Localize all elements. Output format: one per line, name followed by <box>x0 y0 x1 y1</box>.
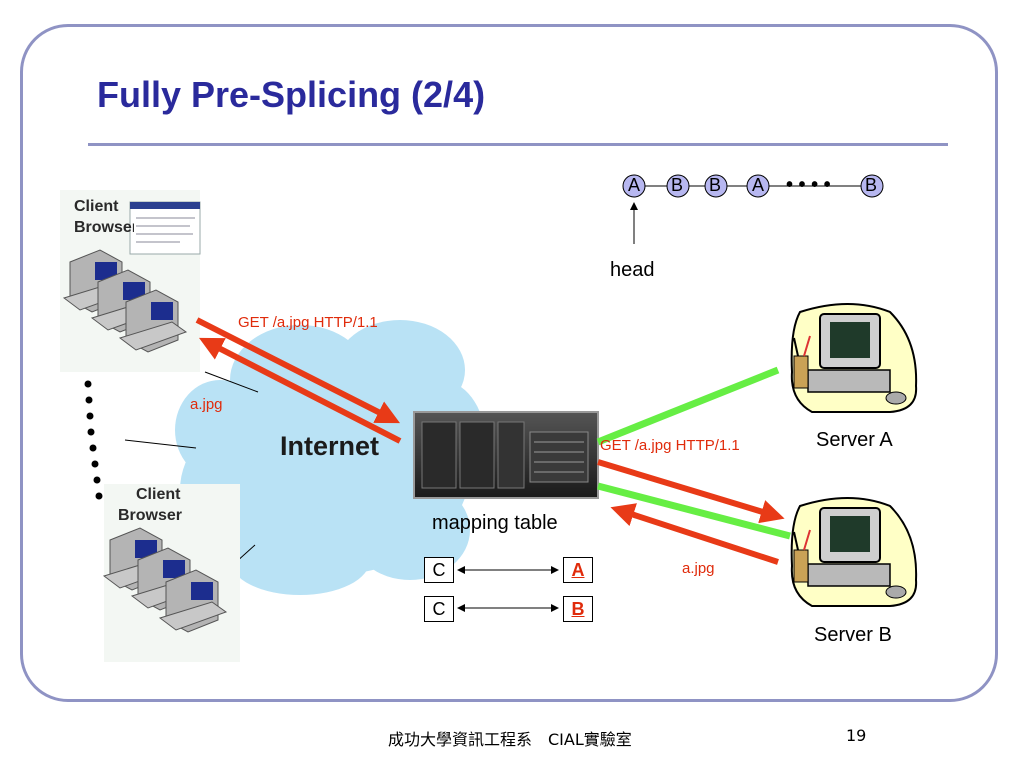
mapping-row-client: C <box>424 557 454 583</box>
client-top-link <box>204 371 259 393</box>
client-request-label: GET /a.jpg HTTP/1.1 <box>238 314 378 331</box>
server-response-arrow <box>610 503 779 565</box>
server-b-link <box>597 482 791 540</box>
client-top-label: Client Browser <box>74 198 134 236</box>
queue-node <box>746 174 770 198</box>
queue-node-label: B <box>709 175 722 195</box>
client-response-label: a.jpg <box>190 396 223 413</box>
mapping-row-server: B <box>563 596 593 622</box>
server-request-label: GET /a.jpg HTTP/1.1 <box>600 437 740 454</box>
mapping-row-server: A <box>563 557 593 583</box>
server-queue <box>622 174 884 244</box>
server-response-label: a.jpg <box>682 560 715 577</box>
server-request-arrow <box>597 459 785 524</box>
footer-affiliation: 成功大學資訊工程系 CIAL實驗室 <box>388 730 632 749</box>
slide-frame <box>20 24 998 702</box>
server-a-label: Server A <box>816 429 893 451</box>
queue-node <box>860 174 884 198</box>
client-group-bottom <box>102 484 240 662</box>
client-middle-link <box>124 439 197 449</box>
title-divider <box>88 143 948 146</box>
server-a-icon <box>790 303 918 413</box>
queue-head-label: head <box>610 259 655 281</box>
client-group-top <box>60 190 201 372</box>
queue-node <box>704 174 728 198</box>
slide-title: Fully Pre-Splicing (2/4) <box>97 74 486 115</box>
page-number: 19 <box>846 726 867 745</box>
client-response-arrow <box>198 337 402 444</box>
more-clients-dots <box>84 380 103 500</box>
queue-node <box>666 174 690 198</box>
queue-ellipsis: • • • • <box>786 174 831 196</box>
queue-node <box>622 174 646 198</box>
dispatcher-server-icon <box>413 411 599 499</box>
queue-node-label: A <box>628 175 641 195</box>
mapping-table-label: mapping table <box>432 512 558 534</box>
internet-label: Internet <box>280 431 380 461</box>
queue-node-label: B <box>865 175 878 195</box>
server-b-icon <box>790 497 918 607</box>
client-request-arrow <box>195 317 401 424</box>
client-bottom-label: Client Browser <box>118 486 183 524</box>
mapping-row-client: C <box>424 596 454 622</box>
queue-node-label: A <box>752 175 765 195</box>
server-a-link <box>596 366 780 446</box>
queue-node-label: B <box>671 175 684 195</box>
server-b-label: Server B <box>814 624 892 646</box>
browser-window-thumbnail <box>129 201 201 255</box>
